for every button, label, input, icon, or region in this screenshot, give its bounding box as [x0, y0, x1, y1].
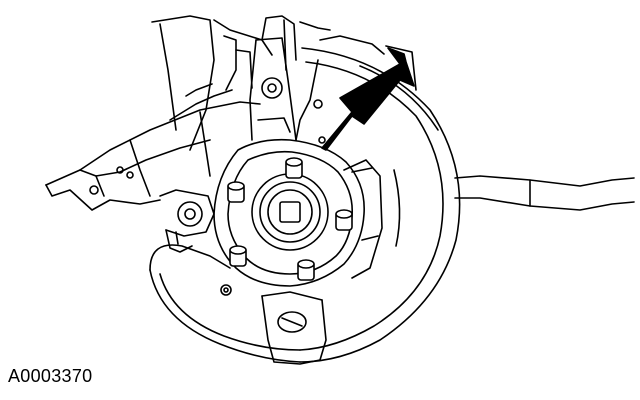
stud-top: [285, 157, 303, 179]
wheel-studs: [227, 157, 353, 281]
stud-right: [335, 209, 353, 231]
hub-bearing-outer: [251, 173, 329, 251]
control-arm: [45, 83, 261, 211]
hub-bearing-inner: [259, 181, 321, 243]
brake-bracket: [159, 189, 215, 253]
arm-bolt-hole-2: [116, 166, 124, 174]
suspension-strut: [151, 15, 385, 151]
figure-id-label: A0003370: [8, 366, 93, 386]
hub-axle-spline: [279, 201, 301, 223]
arm-bolt-hole-1: [89, 185, 99, 195]
axle-shaft: [454, 175, 635, 211]
wheel-hub: [213, 138, 383, 287]
stud-top-left: [227, 181, 245, 203]
disc-rotor: [149, 47, 461, 363]
steering-knuckle: [249, 37, 327, 365]
callout-arrow-icon: [321, 45, 417, 151]
arm-bolt-hole-3: [126, 171, 134, 179]
stud-bottom-left: [229, 245, 247, 267]
stud-bottom: [297, 259, 315, 281]
